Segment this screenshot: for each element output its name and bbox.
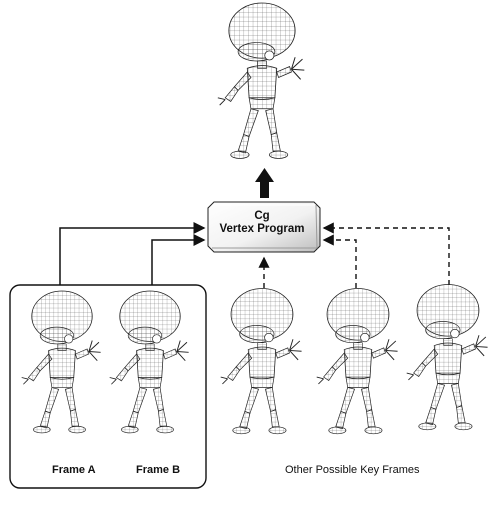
frame-a-arrow [59, 222, 206, 285]
cg-label: Cg [254, 210, 270, 222]
frame-b-character-figure [109, 290, 190, 434]
frames-ab-container [9, 284, 207, 489]
vertex-program-label: Vertex Program [219, 223, 305, 235]
key-frame-2-character-figure [316, 288, 399, 435]
cg-vertex-program-label: Cg Vertex Program [209, 210, 315, 236]
frame-a-label: Frame A [52, 464, 96, 476]
cg-vertex-program-box [207, 201, 321, 253]
key-frame-3-character-figure [406, 284, 489, 431]
result-character-figure [217, 2, 305, 159]
frame-b-arrow [151, 234, 206, 285]
key-frame-1-character-figure [220, 288, 303, 435]
other-frame-3-arrow [322, 222, 450, 285]
frame-a-character-figure [21, 290, 102, 434]
output-arrow [255, 168, 274, 198]
frame-b-label: Frame B [136, 464, 181, 476]
other-frame-2-arrow [322, 234, 357, 288]
other-key-frames-label: Other Possible Key Frames [285, 464, 420, 476]
